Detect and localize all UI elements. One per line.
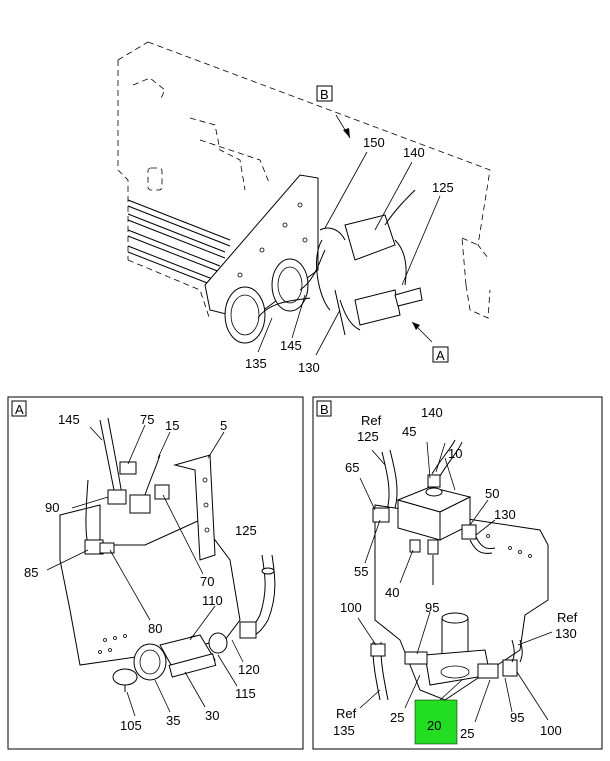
callout-a-115: 115 [235, 686, 256, 701]
panel-b-frame [312, 396, 603, 750]
panel-a-tag-box [11, 400, 27, 417]
callout-a-125: 125 [235, 523, 257, 538]
callout-135: 135 [245, 356, 267, 371]
panel-a-tag: A [15, 402, 24, 417]
callout-b-ref125-num: 125 [357, 429, 379, 444]
callout-a-120: 120 [238, 662, 260, 677]
view-b-marker[interactable]: B [316, 85, 333, 102]
callout-b-ref125-ref: Ref [361, 413, 382, 428]
callout-b-ref130-ref: Ref [557, 610, 578, 625]
callout-b-95-right: 95 [510, 710, 524, 725]
view-a-marker[interactable]: A [432, 346, 449, 363]
callout-a-110: 110 [202, 593, 223, 608]
callout-140: 140 [403, 145, 425, 160]
callout-125: 125 [432, 180, 454, 195]
callout-a-145: 145 [58, 412, 80, 427]
callout-b-55: 55 [354, 564, 368, 579]
callout-b-140: 140 [421, 405, 443, 420]
callout-a-5: 5 [220, 418, 227, 433]
callout-b-100-left: 100 [340, 600, 362, 615]
panel-a-frame [7, 396, 304, 750]
callout-b-95-top: 95 [425, 600, 439, 615]
callout-b-45: 45 [402, 424, 416, 439]
callout-b-20: 20 [427, 718, 441, 733]
callout-b-25-left: 25 [390, 710, 404, 725]
callout-a-70: 70 [200, 574, 214, 589]
callout-a-75: 75 [140, 412, 154, 427]
callout-b-50: 50 [485, 486, 499, 501]
callout-b-25-right: 25 [460, 726, 474, 741]
view-b-marker-label: B [320, 87, 329, 102]
top-view-brake-chambers [224, 249, 326, 344]
panel-b: B [312, 396, 603, 750]
callout-b-ref135-ref: Ref [336, 706, 357, 721]
callout-a-105: 105 [120, 718, 142, 733]
panel-b-tag: B [320, 402, 329, 417]
callout-b-ref130-num: 130 [555, 626, 577, 641]
callout-a-90: 90 [45, 500, 59, 515]
callout-b-10: 10 [448, 446, 462, 461]
callout-b-ref135-num: 135 [333, 723, 355, 738]
top-view-valve-assembly [316, 189, 423, 336]
top-view-leaders [257, 114, 441, 356]
callout-b-130: 130 [494, 507, 516, 522]
panel-b-tag-box [316, 400, 332, 417]
callout-b-65: 65 [345, 460, 359, 475]
callout-a-15: 15 [165, 418, 179, 433]
callout-a-80: 80 [148, 621, 162, 636]
top-view-rails [127, 199, 231, 287]
callout-b-40: 40 [385, 585, 399, 600]
panel-a: A [7, 396, 304, 750]
highlight-part-20[interactable] [414, 699, 458, 745]
callout-145: 145 [280, 338, 302, 353]
callout-150: 150 [363, 135, 385, 150]
callout-a-30: 30 [205, 708, 219, 723]
callout-a-85: 85 [24, 565, 38, 580]
view-a-marker-label: A [436, 348, 445, 363]
top-view-frame-rail [117, 41, 491, 321]
callout-130: 130 [298, 360, 320, 375]
callout-a-35: 35 [166, 713, 180, 728]
callout-b-100-right: 100 [540, 723, 562, 738]
